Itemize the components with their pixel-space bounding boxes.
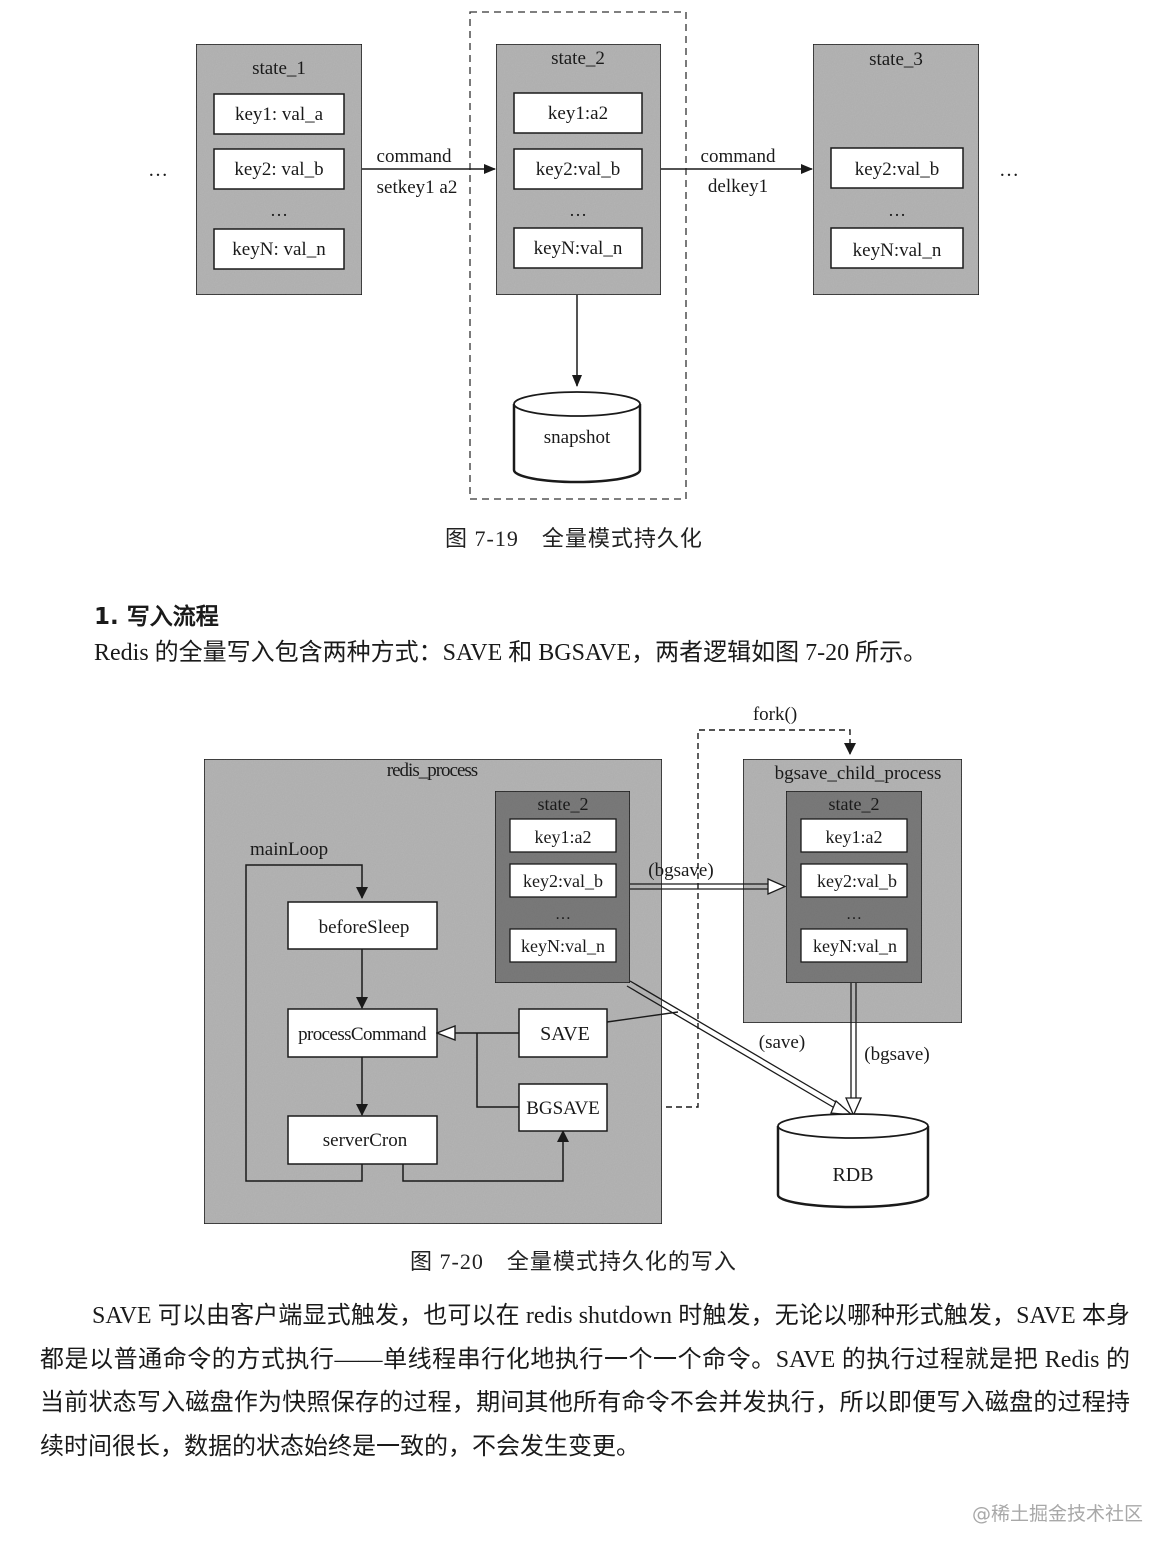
command-bgsave-label: BGSAVE: [526, 1098, 600, 1119]
state-1-row: key2: val_b: [234, 159, 323, 180]
state-1-row: keyN: val_n: [232, 239, 326, 260]
state-2-row: key2:val_b: [536, 159, 620, 180]
state-3-row: key2:val_b: [855, 159, 939, 180]
command-save: SAVE: [518, 1008, 608, 1058]
child-state-2-title: state_2: [829, 794, 880, 814]
command-save-label: SAVE: [540, 1023, 590, 1045]
child-state-2-box: state_2 key1:a2 key2:val_b … keyN:val_n: [785, 790, 923, 984]
watermark: @稀土掘金技术社区: [972, 1503, 1144, 1525]
figure-7-19: … state_1 key1: val_a key2: val_b … keyN…: [148, 11, 1019, 500]
section-heading: 1. 写入流程: [94, 604, 219, 630]
arrow-save-to-rdb: [626, 980, 854, 1116]
state-1-box: state_1 key1: val_a key2: val_b … keyN: …: [195, 43, 363, 296]
edge-label-save: (save): [759, 1032, 805, 1053]
parent-state-row: keyN:val_n: [521, 936, 605, 956]
state-3-ellipsis: …: [888, 200, 906, 220]
rdb-cylinder: RDB: [776, 1113, 930, 1209]
state-2-row: keyN:val_n: [534, 238, 623, 259]
intro-text: Redis 的全量写入包含两种方式：SAVE 和 BGSAVE，两者逻辑如图 7…: [94, 640, 928, 666]
child-state-row: key2:val_b: [817, 871, 897, 891]
state-2-row: key1:a2: [548, 103, 608, 124]
state-2-title: state_2: [551, 48, 605, 69]
arrow-1-label-command: command: [377, 146, 452, 167]
mainloop-back-edge: [245, 864, 368, 1182]
mainloop-label: mainLoop: [250, 839, 328, 860]
parent-state-row: key1:a2: [535, 827, 592, 847]
figure-7-19-caption: 图 7-19 全量模式持久化: [445, 526, 703, 551]
arrow-bgsave-copy: [630, 878, 787, 895]
state-3-box: state_3 key2:val_b … keyN:val_n: [812, 43, 980, 296]
state-3-title: state_3: [869, 49, 923, 70]
arrow-bgsave-to-rdb: [845, 983, 862, 1117]
arrow-bgsave-to-processcommand: [476, 1033, 519, 1108]
state-1-row: key1: val_a: [235, 104, 324, 125]
parent-state-2-box: state_2 key1:a2 key2:val_b … keyN:val_n: [494, 790, 631, 984]
rdb-label: RDB: [832, 1164, 873, 1186]
figure-7-20: fork() redis_process bgsave_child_proces…: [203, 704, 963, 1225]
step-processcommand-label: processCommand: [298, 1024, 427, 1045]
state-1-ellipsis: …: [270, 200, 288, 220]
snapshot-label: snapshot: [544, 427, 611, 448]
redis-process-label: redis_process: [387, 760, 478, 781]
child-state-row: key1:a2: [826, 827, 883, 847]
snapshot-cylinder: snapshot: [512, 391, 642, 484]
edge-label-bgsave-copy: (bgsave): [648, 860, 713, 881]
parent-state-2-title: state_2: [538, 794, 589, 814]
parent-state-row: key2:val_b: [523, 871, 603, 891]
step-servercron: serverCron: [287, 1115, 438, 1165]
bgsave-child-process-label: bgsave_child_process: [775, 763, 942, 784]
arrow-2-label-command: command: [701, 146, 776, 167]
save-connector: [606, 1011, 679, 1023]
step-servercron-label: serverCron: [323, 1130, 408, 1151]
state-3-row: keyN:val_n: [853, 240, 942, 261]
step-beforesleep: beforeSleep: [287, 901, 438, 950]
snapshot-scope-dashed-box: [469, 11, 687, 500]
ellipsis-right: …: [999, 159, 1019, 181]
child-state-row: keyN:val_n: [813, 936, 897, 956]
step-processcommand: processCommand: [287, 1008, 438, 1058]
arrow-2-label-delkey: delkey1: [708, 176, 768, 197]
state-2-box: state_2 key1:a2 key2:val_b … keyN:val_n: [495, 43, 662, 296]
arrow-1-label-setkey: setkey1 a2: [377, 177, 458, 198]
ellipsis-left: …: [148, 159, 168, 181]
command-bgsave: BGSAVE: [518, 1083, 608, 1132]
fork-dashed-connector: [606, 729, 856, 1108]
edge-label-bgsave-write: (bgsave): [864, 1044, 929, 1065]
state-2-ellipsis: …: [569, 200, 587, 220]
state-1-title: state_1: [252, 58, 306, 79]
fork-label: fork(): [753, 704, 797, 725]
arrow-servercron-to-bgsave: [402, 1130, 569, 1182]
parent-state-ellipsis: …: [555, 906, 571, 923]
step-beforesleep-label: beforeSleep: [319, 917, 410, 938]
child-state-ellipsis: …: [846, 906, 862, 923]
body-paragraph: SAVE 可以由客户端显式触发，也可以在 redis shutdown 时触发，…: [40, 1295, 1130, 1469]
body-paragraph-text: SAVE 可以由客户端显式触发，也可以在 redis shutdown 时触发，…: [40, 1303, 1130, 1460]
section-intro: Redis 的全量写入包含两种方式：SAVE 和 BGSAVE，两者逻辑如图 7…: [94, 632, 1134, 676]
figure-7-20-caption: 图 7-20 全量模式持久化的写入: [410, 1249, 737, 1274]
